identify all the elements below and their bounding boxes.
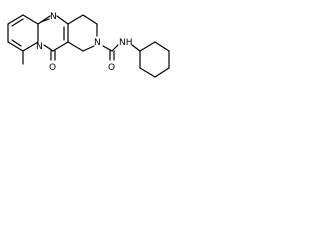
bond-lines: [7, 14, 170, 78]
structure-diagram: N N O N O NH: [7, 12, 170, 78]
atom-label-n-pyrimidine: N: [50, 12, 57, 22]
atom-label-oxygen-carbonyl-ring: O: [49, 63, 56, 73]
atom-label-nh-amide: NH: [119, 38, 133, 48]
atom-label-n-bridgehead: N: [36, 42, 43, 52]
atom-label-oxygen-amide: O: [108, 63, 115, 73]
atom-label-n-piperidine: N: [94, 38, 101, 48]
